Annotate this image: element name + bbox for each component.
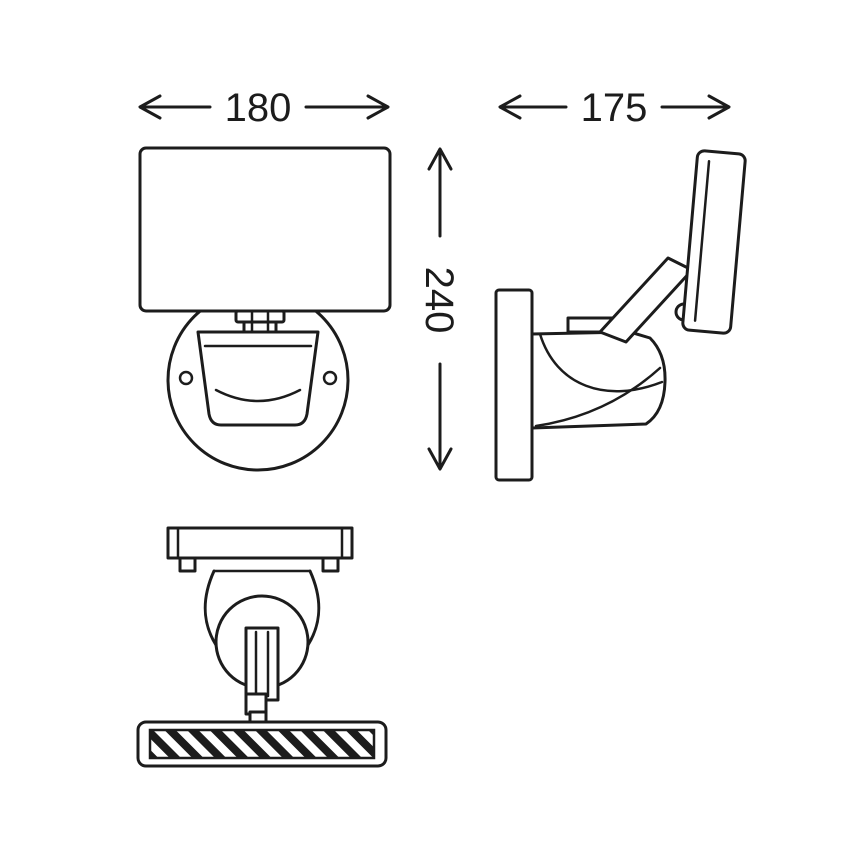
width-dimension-label: 180 (225, 86, 292, 130)
bar-tab-right (321, 556, 340, 573)
height-dimension: 240 (417, 147, 461, 471)
hinge-knuckle (234, 309, 286, 324)
depth-dimension-label: 175 (581, 86, 648, 130)
screw-hole-left (178, 370, 194, 386)
width-dimension: 180 (138, 86, 390, 130)
lamp-head-side-body (681, 149, 747, 335)
screw-hole-right (322, 370, 338, 386)
swivel-housing (530, 330, 667, 430)
lamp-head-front (138, 146, 392, 313)
housing-inner-curve-upper (538, 332, 664, 393)
front-view-drawing (138, 146, 392, 472)
stem-bracket (244, 626, 280, 702)
housing-inner-curve-lower (534, 366, 662, 428)
arrow-right-icon (707, 94, 731, 120)
yoke-inner-arc (214, 388, 302, 403)
louver-hatch-area (148, 728, 376, 760)
depth-dimension: 175 (498, 86, 731, 130)
yoke-bracket (196, 330, 320, 427)
support-arm (598, 256, 694, 344)
wall-plate-side (494, 288, 534, 482)
arrow-down-icon (427, 447, 453, 471)
lamp-head-top-bar (166, 526, 354, 560)
top-view-drawing (136, 526, 388, 768)
side-view-drawing (494, 149, 747, 482)
height-dimension-label: 240 (417, 267, 461, 334)
lamp-head-side (681, 149, 747, 335)
bar-tab-left (178, 556, 197, 573)
lamp-head-side-inner-line (693, 160, 711, 322)
hinge-block (242, 320, 278, 334)
arrow-right-icon (366, 94, 390, 120)
